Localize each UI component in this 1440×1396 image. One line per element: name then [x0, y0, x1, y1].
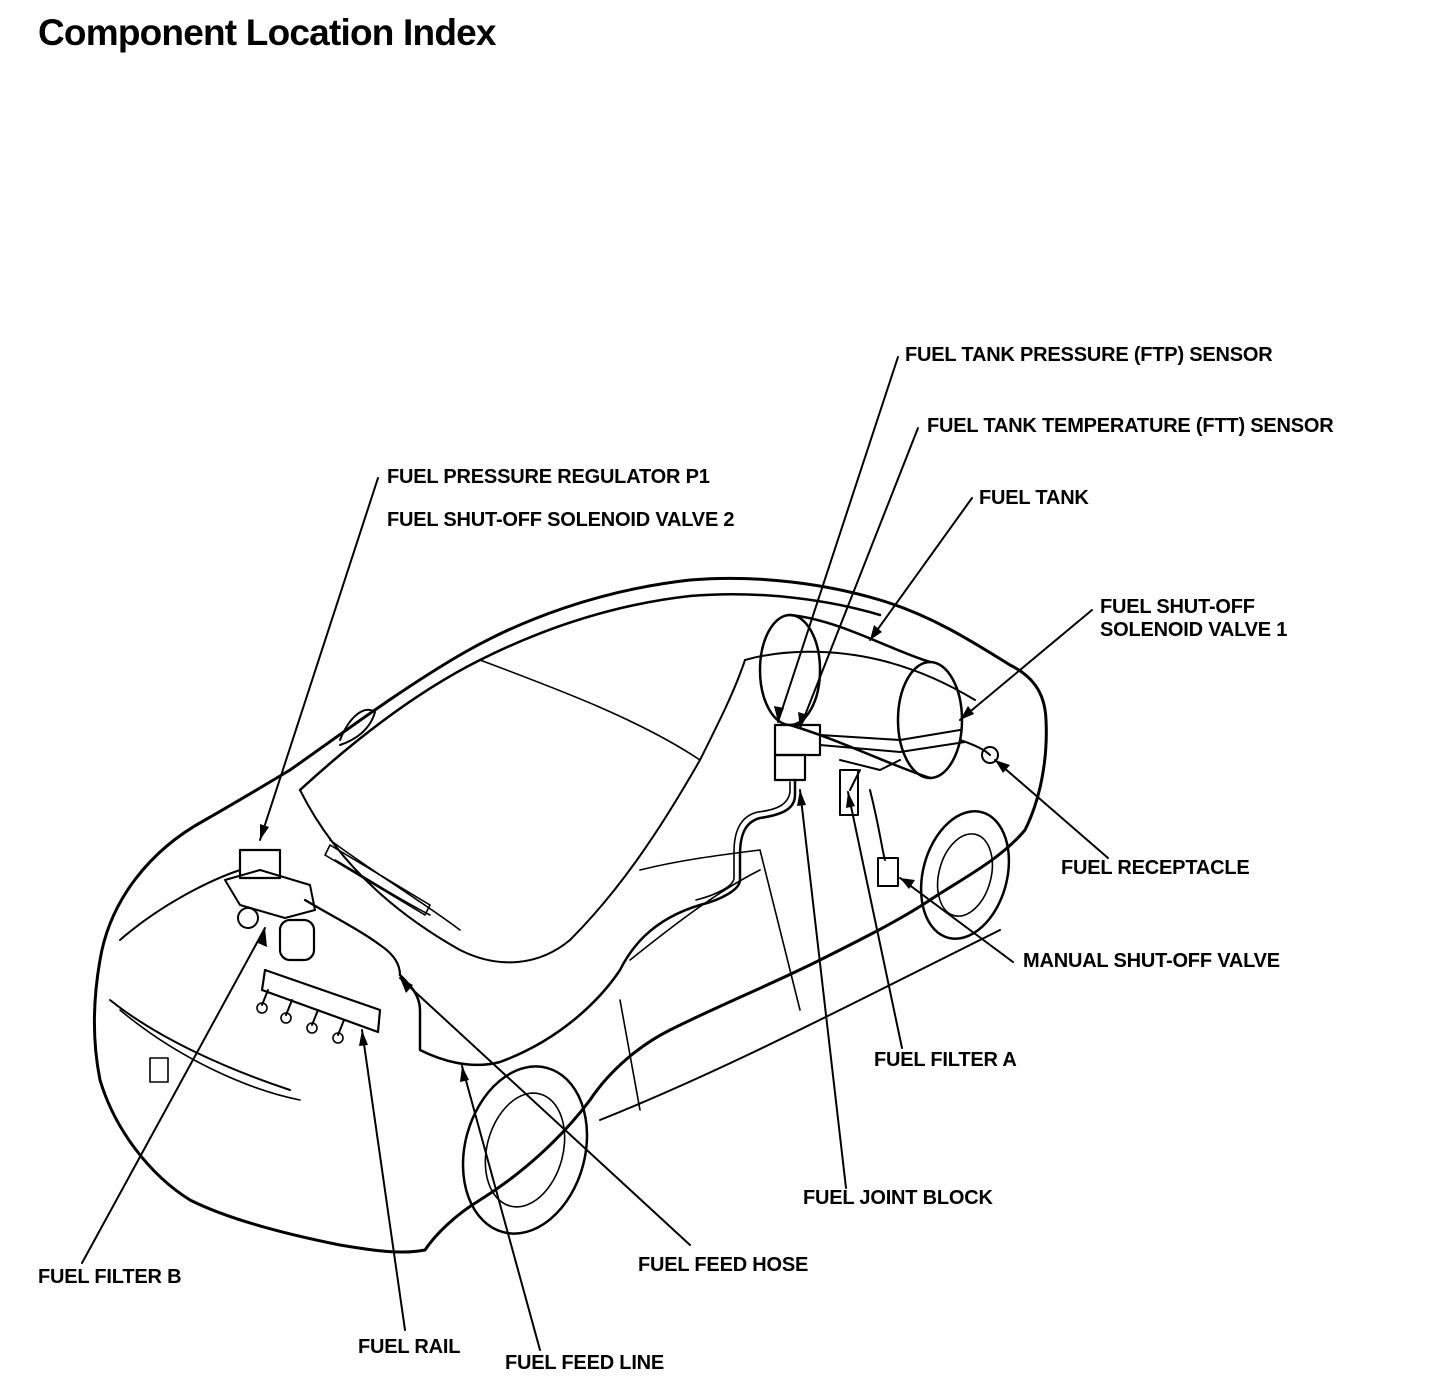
fuel-filter-b-body [278, 918, 316, 962]
label-ftt-sensor: FUEL TANK TEMPERATURE (FTT) SENSOR [927, 415, 1334, 437]
front-grille [119, 1009, 301, 1101]
arrow-rail [359, 1030, 368, 1046]
injector-3 [306, 1022, 318, 1034]
arrow-ftp [774, 706, 784, 722]
arrow-receptacle [995, 760, 1010, 773]
hood-vent [324, 844, 431, 916]
fuel-tank-body [788, 613, 932, 780]
regulator-body [238, 848, 282, 880]
fuel-receptacle-port [981, 746, 999, 764]
mirror [339, 708, 376, 746]
leader-fuel-tank [869, 497, 973, 641]
label-fuel-tank: FUEL TANK [979, 487, 1089, 509]
arrow-manual [900, 878, 915, 889]
rear-wheel-hub [936, 833, 994, 917]
leader-filter-b [81, 927, 266, 1264]
rear-wheel [919, 810, 1011, 940]
label-fuel-joint-block: FUEL JOINT BLOCK [803, 1187, 993, 1209]
joint-block-lower [773, 753, 807, 782]
label-fuel-receptacle: FUEL RECEPTACLE [1061, 857, 1250, 879]
leader-solenoid-1 [959, 609, 1093, 721]
door-line [619, 849, 801, 1111]
fuel-feed-line [398, 778, 797, 1067]
leader-feed-hose [399, 977, 691, 1246]
windshield [299, 659, 746, 964]
fuel-filter-a-body [839, 769, 859, 816]
joint-block [773, 723, 822, 757]
label-solenoid-valve-1-line1: FUEL SHUT-OFF [1100, 596, 1255, 618]
label-fuel-feed-hose: FUEL FEED HOSE [638, 1254, 809, 1276]
arrow-feed-hose [400, 978, 413, 993]
leader-filter-a [847, 791, 903, 1049]
arrow-filter-b [258, 928, 267, 947]
roof-line [298, 592, 882, 792]
arrow-joint [797, 790, 806, 806]
arrow-filter-a [846, 792, 855, 808]
arrowheads [258, 625, 1010, 1082]
label-solenoid-valve-1: FUEL SHUT-OFF SOLENOID VALVE 1 [1100, 596, 1287, 642]
receptacle-pipe [959, 739, 991, 756]
page-title: Component Location Index [38, 12, 496, 53]
regulator-bracket [224, 869, 316, 919]
label-fuel-filter-b: FUEL FILTER B [38, 1266, 182, 1288]
fuel-feed-line-inner [695, 781, 791, 901]
fuel-rail [260, 968, 382, 1034]
injectors [261, 989, 345, 1036]
injector-4 [332, 1032, 344, 1044]
arrow-regulator [260, 824, 269, 840]
leader-ftt-sensor [799, 427, 919, 729]
manual-valve-body [877, 857, 899, 887]
tank-pipes [819, 729, 966, 791]
label-manual-shutoff-valve: MANUAL SHUT-OFF VALVE [1023, 950, 1280, 972]
manual-valve-pipe [869, 789, 886, 861]
car-body-outline [92, 576, 1048, 1254]
side-sill [599, 929, 1001, 1121]
front-wheel [461, 1065, 589, 1235]
injector-2 [280, 1012, 292, 1024]
arrow-solenoid-1 [960, 706, 974, 720]
leader-regulator [259, 477, 379, 841]
leader-ftp-sensor [777, 356, 899, 723]
injector-1 [256, 1002, 268, 1014]
arrow-feed-line [460, 1066, 469, 1082]
label-solenoid-valve-2: FUEL SHUT-OFF SOLENOID VALVE 2 [387, 509, 735, 531]
leader-joint-block [799, 789, 847, 1189]
regulator-knob [237, 907, 259, 929]
arrow-tank [870, 625, 882, 640]
leader-fuel-rail [361, 1029, 406, 1331]
label-fuel-filter-a: FUEL FILTER A [874, 1049, 1017, 1071]
leader-manual-valve [899, 877, 1014, 963]
leader-feed-line [461, 1065, 541, 1351]
hood-inner [329, 659, 701, 931]
leader-lines [81, 356, 1109, 1351]
fuel-tank-end-left [758, 613, 822, 727]
rear-window [744, 650, 976, 701]
label-fuel-pressure-regulator: FUEL PRESSURE REGULATOR P1 [387, 466, 710, 488]
leader-receptacle [994, 759, 1109, 859]
label-ftp-sensor: FUEL TANK PRESSURE (FTP) SENSOR [905, 344, 1273, 366]
front-wheel-hub [484, 1092, 566, 1208]
label-fuel-feed-line: FUEL FEED LINE [505, 1352, 665, 1374]
engine-hose [303, 898, 402, 977]
arrow-ftt [798, 712, 808, 728]
fuel-tank-end-right [896, 660, 964, 780]
label-fuel-rail: FUEL RAIL [358, 1336, 461, 1358]
front-logo [149, 1057, 169, 1083]
label-solenoid-valve-1-line2: SOLENOID VALVE 1 [1100, 619, 1288, 641]
